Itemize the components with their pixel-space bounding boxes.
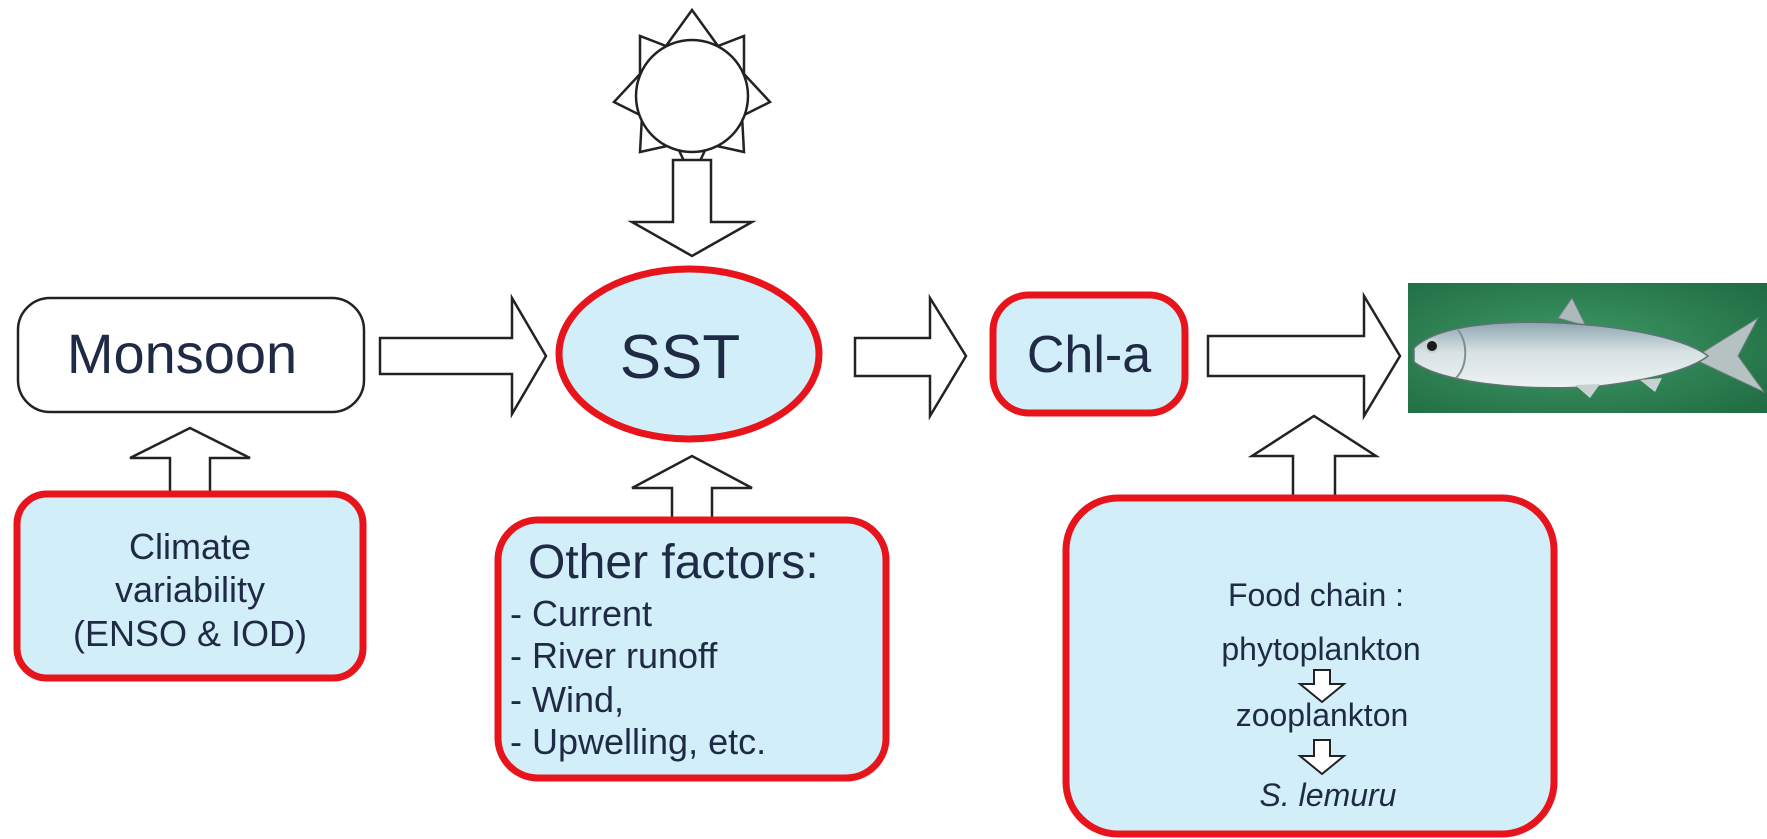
other-factor-item-3: - Wind, — [510, 679, 624, 720]
arrow-climate-to-monsoon — [129, 426, 251, 496]
climate-line-1: Climate — [129, 526, 251, 567]
arrow-foodchain-up — [1247, 414, 1381, 502]
fish-image — [1408, 283, 1767, 413]
other-factors-node — [494, 516, 890, 782]
sun-icon — [611, 7, 773, 181]
climate-line-2: variability — [115, 569, 265, 610]
sst-node — [555, 265, 823, 443]
food-chain-step-phytoplankton: phytoplankton — [1221, 631, 1420, 667]
food-chain-arrow-2 — [1297, 739, 1347, 776]
food-chain-step-s-lemuru: S. lemuru — [1260, 777, 1397, 813]
climate-line-3: (ENSO & IOD) — [73, 613, 307, 654]
other-factor-item-1: - Current — [510, 593, 652, 634]
other-factor-item-2: - River runoff — [510, 635, 718, 676]
other-factor-item-4: - Upwelling, etc. — [510, 721, 766, 762]
arrow-chla-to-fish — [1206, 291, 1402, 421]
monsoon-box — [16, 296, 366, 414]
food-chain-step-zooplankton: zooplankton — [1236, 697, 1409, 733]
arrow-sun-to-sst — [627, 158, 757, 258]
sst-label: SST — [620, 323, 741, 392]
food-chain-title: Food chain : — [1228, 577, 1404, 613]
chla-label: Chl-a — [1027, 326, 1151, 384]
monsoon-label: Monsoon — [67, 322, 297, 385]
chla-node — [989, 291, 1189, 417]
food-chain-node — [1062, 494, 1558, 838]
food-chain-arrow-1 — [1297, 669, 1347, 704]
arrow-monsoon-to-sst — [378, 293, 548, 419]
arrow-other-to-sst — [631, 454, 753, 522]
climate-variability-node — [13, 490, 367, 682]
arrow-sst-to-chla — [853, 293, 968, 421]
other-factors-title: Other factors: — [528, 536, 819, 589]
